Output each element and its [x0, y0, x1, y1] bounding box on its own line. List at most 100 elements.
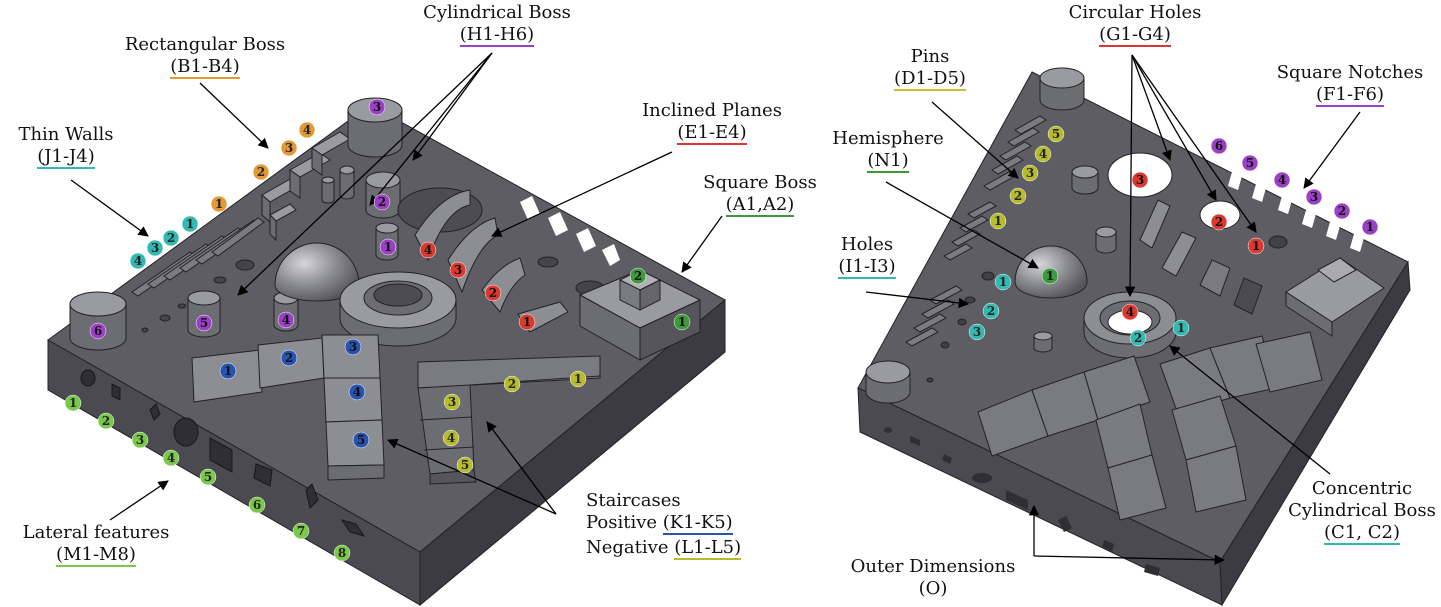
badge-circle-m3	[131, 431, 149, 449]
badge-circle-l3	[443, 393, 461, 411]
badge-e1: 1	[518, 313, 536, 331]
label-thin-walls-range: (J1-J4)	[37, 146, 95, 169]
badge-circle-l2	[503, 375, 521, 393]
badge-label-n1: 1	[1046, 269, 1054, 283]
badge-circle-d4	[1034, 145, 1052, 163]
badge-a1: 1	[673, 313, 691, 331]
badge-g4: 4	[1121, 303, 1139, 321]
badge-circle-d2	[1009, 187, 1027, 205]
badge-circle-m5	[199, 468, 217, 486]
badge-m6: 6	[248, 496, 266, 514]
badge-label-f1: 1	[1366, 220, 1374, 234]
badge-circle-f6	[1210, 137, 1228, 155]
badge-circle-h6	[89, 322, 107, 340]
concentric-right	[1083, 291, 1177, 359]
badge-circle-m1	[64, 394, 82, 412]
badge-label-g4: 4	[1126, 305, 1134, 319]
badge-m8: 8	[333, 544, 351, 562]
badge-circle-l4	[442, 429, 460, 447]
badge-c2: 2	[1129, 329, 1147, 347]
badge-c1: 1	[1172, 319, 1190, 337]
badge-d5: 5	[1047, 125, 1065, 143]
badge-h3: 3	[368, 98, 386, 116]
label-outer: Outer Dimensions (O)	[830, 556, 1036, 600]
badge-f3: 3	[1305, 188, 1323, 206]
badge-label-g3: 3	[1136, 173, 1144, 187]
label-outer-range: (O)	[918, 578, 948, 599]
badge-circle-f2	[1333, 202, 1351, 220]
badge-label-m3: 3	[136, 433, 144, 447]
badge-label-i3: 3	[973, 325, 981, 339]
badge-label-m1: 1	[69, 396, 77, 410]
badge-circle-b2	[252, 163, 270, 181]
badge-label-e4: 4	[424, 243, 432, 257]
label-holes: Holes (I1-I3)	[812, 234, 922, 279]
label-pins-range: (D1-D5)	[894, 68, 966, 91]
badge-label-k1: 1	[224, 364, 232, 378]
badge-m4: 4	[162, 449, 180, 467]
badge-circle-f4	[1273, 171, 1291, 189]
badge-circle-c2	[1129, 329, 1147, 347]
badge-label-d3: 3	[1026, 166, 1034, 180]
right-notches	[1228, 172, 1364, 252]
badge-circle-f1	[1361, 218, 1379, 236]
badge-m7: 7	[292, 522, 310, 540]
badge-circle-c1	[1172, 319, 1190, 337]
badge-label-l3: 3	[448, 395, 456, 409]
badge-label-m6: 6	[253, 498, 261, 512]
label-holes-title: Holes	[840, 234, 894, 255]
badge-m2: 2	[97, 412, 115, 430]
label-square-boss: Square Boss (A1,A2)	[690, 172, 830, 217]
badge-label-m5: 5	[204, 470, 212, 484]
badge-circle-l1	[569, 370, 587, 388]
badge-label-b2: 2	[257, 165, 265, 179]
badge-circle-k4	[348, 383, 366, 401]
badge-circle-h4	[277, 311, 295, 329]
badge-g3: 3	[1131, 171, 1149, 189]
badge-circle-d1	[989, 212, 1007, 230]
badge-circle-d5	[1047, 125, 1065, 143]
badge-label-b4: 4	[303, 123, 311, 137]
badge-label-e2: 2	[489, 286, 497, 300]
badge-circle-f3	[1305, 188, 1323, 206]
badge-e4: 4	[419, 241, 437, 259]
label-rect-boss-title: Rectangular Boss	[124, 34, 286, 55]
rect-bosses-left	[261, 131, 351, 242]
badge-e3: 3	[449, 261, 467, 279]
badge-label-a2: 2	[634, 269, 642, 283]
badge-circle-m2	[97, 412, 115, 430]
badge-circle-g1	[1247, 237, 1265, 255]
right-holes	[926, 235, 1288, 383]
badge-label-d2: 2	[1014, 189, 1022, 203]
badge-h2: 2	[373, 193, 391, 211]
label-staircases-title: Staircases	[586, 490, 681, 511]
label-concentric-title1: Concentric	[1311, 478, 1413, 499]
badge-circle-k2	[280, 349, 298, 367]
badge-label-m7: 7	[297, 524, 305, 538]
badge-i2: 2	[982, 302, 1000, 320]
badge-d3: 3	[1021, 164, 1039, 182]
label-square-notches: Square Notches (F1-F6)	[1270, 62, 1430, 107]
badge-l1: 1	[569, 370, 587, 388]
badge-j4: 4	[129, 252, 147, 270]
badge-d1: 1	[989, 212, 1007, 230]
badge-l2: 2	[503, 375, 521, 393]
label-hemisphere-range: (N1)	[867, 150, 909, 173]
right-leader-lines	[865, 54, 1361, 566]
badge-circle-m8	[333, 544, 351, 562]
badge-circle-l5	[456, 456, 474, 474]
badge-circle-d3	[1021, 164, 1039, 182]
badge-label-l2: 2	[508, 377, 516, 391]
badge-label-h3: 3	[373, 100, 381, 114]
badge-circle-a2	[629, 267, 647, 285]
badge-b4: 4	[298, 121, 316, 139]
right-thin-walls	[905, 115, 1047, 347]
badge-label-g1: 1	[1252, 239, 1260, 253]
label-staircases-negative-text: Negative	[586, 537, 669, 558]
left-base-right-face	[419, 298, 726, 607]
badge-circle-b4	[298, 121, 316, 139]
badge-label-j4: 4	[134, 254, 142, 268]
badge-circle-j1	[181, 215, 199, 233]
